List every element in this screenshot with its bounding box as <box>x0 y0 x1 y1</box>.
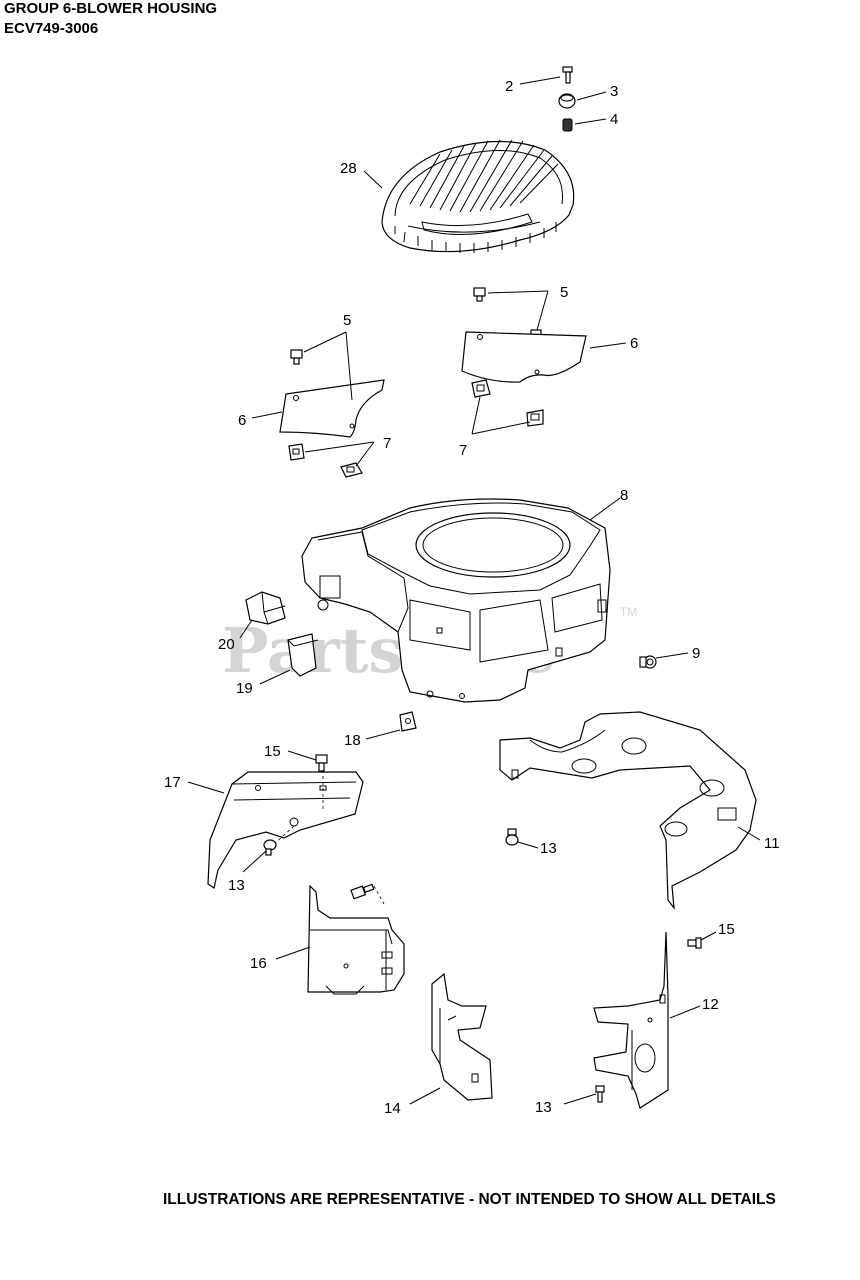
part-13-bolt-lower[interactable] <box>595 1085 605 1103</box>
callout-16[interactable]: 16 <box>250 955 267 972</box>
part-12-bracket[interactable] <box>593 931 669 1109</box>
part-6-baffle-right[interactable] <box>461 331 587 383</box>
callout-13-lower[interactable]: 13 <box>535 1099 552 1116</box>
callout-7-right[interactable]: 7 <box>459 442 467 459</box>
part-7-clip-left-b[interactable] <box>340 462 363 478</box>
callout-6-right[interactable]: 6 <box>630 335 638 352</box>
part-14-bracket[interactable] <box>431 972 493 1101</box>
part-8-blower-housing[interactable] <box>301 498 611 703</box>
model-number: ECV749-3006 <box>4 20 99 37</box>
callout-11[interactable]: 11 <box>764 835 780 852</box>
part-20-grommet[interactable] <box>245 591 286 625</box>
part-15-bolt-upper[interactable] <box>315 754 328 772</box>
part-7-clip-right-b[interactable] <box>526 409 544 427</box>
callout-3[interactable]: 3 <box>610 83 618 100</box>
part-5-bolt-right-a[interactable] <box>473 287 486 302</box>
callout-4[interactable]: 4 <box>610 111 618 128</box>
part-7-clip-left-a[interactable] <box>288 443 305 461</box>
part-4-nut[interactable] <box>562 118 573 132</box>
callout-14[interactable]: 14 <box>384 1100 401 1117</box>
part-16-bolt[interactable] <box>350 883 385 905</box>
part-7-clip-right-a[interactable] <box>471 379 491 398</box>
callout-15-lower[interactable]: 15 <box>718 921 735 938</box>
disclaimer-footer: ILLUSTRATIONS ARE REPRESENTATIVE - NOT I… <box>163 1191 776 1208</box>
callout-19[interactable]: 19 <box>236 680 253 697</box>
callout-28[interactable]: 28 <box>340 160 357 177</box>
part-19-seal[interactable] <box>287 633 319 677</box>
callout-5-left[interactable]: 5 <box>343 312 351 329</box>
callout-6-left[interactable]: 6 <box>238 412 246 429</box>
callout-5-right[interactable]: 5 <box>560 284 568 301</box>
part-13-bolt-left[interactable] <box>263 839 277 856</box>
leader-lines <box>187 76 761 1105</box>
callout-9[interactable]: 9 <box>692 645 700 662</box>
part-2-bolt[interactable] <box>562 66 573 84</box>
callout-13-middle[interactable]: 13 <box>540 840 557 857</box>
callout-18[interactable]: 18 <box>344 732 361 749</box>
callout-2[interactable]: 2 <box>505 78 513 95</box>
callout-17[interactable]: 17 <box>164 774 181 791</box>
part-13-bolt-middle[interactable] <box>505 828 519 846</box>
callout-15-upper[interactable]: 15 <box>264 743 281 760</box>
part-11-support-bracket[interactable] <box>499 711 757 911</box>
callout-8[interactable]: 8 <box>620 487 628 504</box>
callout-7-left[interactable]: 7 <box>383 435 391 452</box>
part-17-side-baffle[interactable] <box>207 770 364 889</box>
callout-12[interactable]: 12 <box>702 996 719 1013</box>
part-6-baffle-left[interactable] <box>279 379 385 438</box>
part-9-bolt[interactable] <box>639 655 657 669</box>
part-18-clip[interactable] <box>399 711 417 732</box>
callout-13-left[interactable]: 13 <box>228 877 245 894</box>
callout-20[interactable]: 20 <box>218 636 235 653</box>
page-title: GROUP 6-BLOWER HOUSING <box>4 0 218 17</box>
part-15-bolt-lower[interactable] <box>687 937 702 949</box>
svg-text:TM: TM <box>620 605 637 619</box>
part-5-bolt-left-a[interactable] <box>290 349 303 365</box>
part-28-grille-screen[interactable] <box>381 139 575 253</box>
part-16-bracket[interactable] <box>307 884 405 995</box>
part-3-spacer[interactable] <box>558 93 576 109</box>
